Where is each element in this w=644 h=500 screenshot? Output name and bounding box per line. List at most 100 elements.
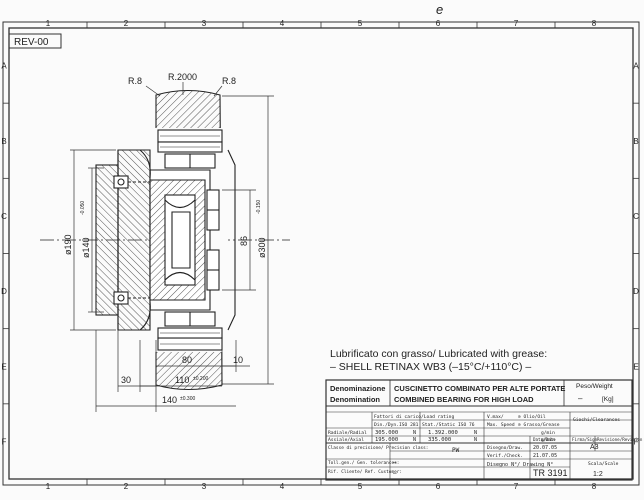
denomination-en: Denomination — [330, 395, 380, 404]
frame-column-number-bottom: 1 — [46, 482, 51, 491]
weight-unit: [Kg] — [602, 396, 614, 403]
dim-diameter-190: ø190 — [63, 234, 73, 255]
axial-dynamic-unit: N — [413, 437, 416, 443]
frame-column-number-bottom: 2 — [124, 482, 129, 491]
date-column: Data/Date — [533, 437, 556, 442]
rpm-label-2: g/min — [541, 437, 555, 443]
checked-label: Verif./Check. — [487, 453, 523, 459]
title-block-text: Denominazione Denomination CUSCINETTO CO… — [328, 383, 643, 478]
drawn-date: 20.07.05 — [533, 445, 557, 451]
frame-ticks — [3, 22, 639, 485]
precision-label: Classe di precisione/ Precision class: — [328, 445, 428, 451]
frame-column-number-bottom: 8 — [592, 482, 597, 491]
axial-label: Assiale/Axial — [328, 437, 364, 443]
frame-row-letter-left: A — [1, 62, 7, 71]
dim-width-10: 10 — [233, 355, 243, 365]
frame-row-letter-right: E — [633, 362, 638, 371]
bolt-lower — [113, 291, 129, 305]
title-block — [325, 379, 633, 481]
note-line-2: – SHELL RETINAX WB3 (–15°C/+110°C) – — [330, 361, 531, 373]
frame-row-letter-right: F — [634, 437, 639, 446]
dim-width-80: 80 — [182, 355, 192, 365]
radial-static: 1.392.000 — [428, 430, 458, 436]
dim-height-86: 86 — [239, 236, 249, 246]
frame-column-number-bottom: 7 — [514, 482, 519, 491]
sign-column: Firma/Sign — [572, 437, 598, 442]
static-label: Stat./Static ISO 76 — [422, 422, 475, 428]
frame-row-letter-left: D — [1, 287, 7, 296]
vmax-label: V.max/ — [487, 414, 504, 420]
dim-radius-right: R.8 — [222, 76, 236, 86]
axial-static-unit: N — [474, 437, 477, 443]
radial-dynamic-unit: N — [413, 430, 416, 436]
weight-label: Peso/Weight — [576, 383, 613, 390]
revision-box: REV-00 — [8, 33, 62, 49]
dim-width-110-tol: ±0.200 — [193, 376, 208, 382]
frame-column-number-top: 6 — [436, 19, 441, 28]
flange-plate — [95, 164, 119, 316]
frame-column-number-bottom: 4 — [280, 482, 285, 491]
frame-column-number-top: 7 — [514, 19, 519, 28]
drawn-label: Disegno/Draw. — [487, 445, 523, 451]
frame-row-letter-left: E — [1, 362, 6, 371]
revision-column: Revisione/Revision — [597, 437, 643, 442]
dim-diameter-300-tol: -0.150 — [256, 200, 262, 214]
frame-column-number-top: 1 — [46, 19, 51, 28]
tolerance-value: – — [393, 459, 397, 466]
note-line-1: Lubrificato con grasso/ Lubricated with … — [330, 348, 547, 360]
dimension-lines — [70, 82, 274, 412]
customer-value: – — [393, 470, 397, 477]
frame-row-letter-right: C — [633, 212, 639, 221]
frame-column-number-bottom: 3 — [202, 482, 207, 491]
scale-value: 1:2 — [593, 471, 603, 478]
checked-date: 21.07.05 — [533, 453, 557, 459]
frame-row-letter-left: C — [1, 212, 7, 221]
dim-diameter-140-tol: -0.050 — [80, 201, 86, 215]
axial-static: 335.000 — [428, 437, 451, 443]
max-speed-label: Max. Speed — [487, 422, 515, 428]
frame-column-number-top: 5 — [358, 19, 363, 28]
upper-roller-row — [157, 129, 223, 169]
oil-label: ⊙ Olio/Oil — [518, 414, 546, 420]
lubrication-note: Lubrificato con grasso/ Lubricated with … — [330, 348, 547, 373]
radial-label: Radiale/Radial — [328, 430, 367, 436]
dim-radius-left: R.8 — [128, 76, 142, 86]
denomination-it: Denominazione — [330, 384, 385, 393]
radial-static-unit: N — [474, 430, 477, 436]
frame-row-letter-left: B — [1, 137, 6, 146]
customer-label: Rif. Cliente/ Ref. Customer: — [328, 469, 402, 475]
dyn-label: Din./Dyn. — [374, 422, 399, 428]
frame-row-letter-right: A — [633, 62, 639, 71]
weight-value: – — [578, 394, 583, 403]
frame-column-number-top: 2 — [124, 19, 129, 28]
clearances-label: Giochi/Clearances — [573, 417, 620, 423]
product-title-it: CUSCINETTO COMBINATO PER ALTE PORTATE — [394, 384, 565, 393]
bearing-section — [40, 90, 290, 390]
dyn-standard: ISO 281 — [399, 422, 419, 428]
dim-width-30: 30 — [121, 375, 131, 385]
product-title-en: COMBINED BEARING FOR HIGH LOAD — [394, 395, 534, 404]
load-rating-label: Fattori di carico/Load rating — [374, 414, 454, 420]
top-mark: e — [436, 2, 443, 17]
frame-column-number-bottom: 5 — [358, 482, 363, 491]
frame-row-letter-left: F — [2, 437, 7, 446]
tolerance-label: Toll.gen./ Gen. tolerances: — [328, 460, 399, 466]
rpm-label-1: g/min — [541, 430, 555, 436]
dim-diameter-140: ø140 — [81, 237, 91, 258]
dim-diameter-300: ø300 — [257, 237, 267, 258]
dim-width-110: 110 — [175, 375, 189, 385]
dim-radius-center: R.2000 — [168, 72, 197, 82]
drawing-number-value: TR 3191 — [533, 468, 568, 478]
frame-row-letter-right: D — [633, 287, 639, 296]
dim-width-140-tol: ±0.300 — [180, 396, 195, 402]
frame-column-number-top: 8 — [592, 19, 597, 28]
drawing-number-label: Disegno N°/ Drawing N° — [487, 462, 553, 468]
axial-dynamic: 195.000 — [375, 437, 398, 443]
radial-dynamic: 305.000 — [375, 430, 398, 436]
revision-label: REV-00 — [14, 37, 49, 48]
frame-column-number-bottom: 6 — [436, 482, 441, 491]
precision-value: PW — [452, 447, 460, 454]
bolt-upper — [113, 175, 129, 189]
frame-column-number-top: 3 — [202, 19, 207, 28]
